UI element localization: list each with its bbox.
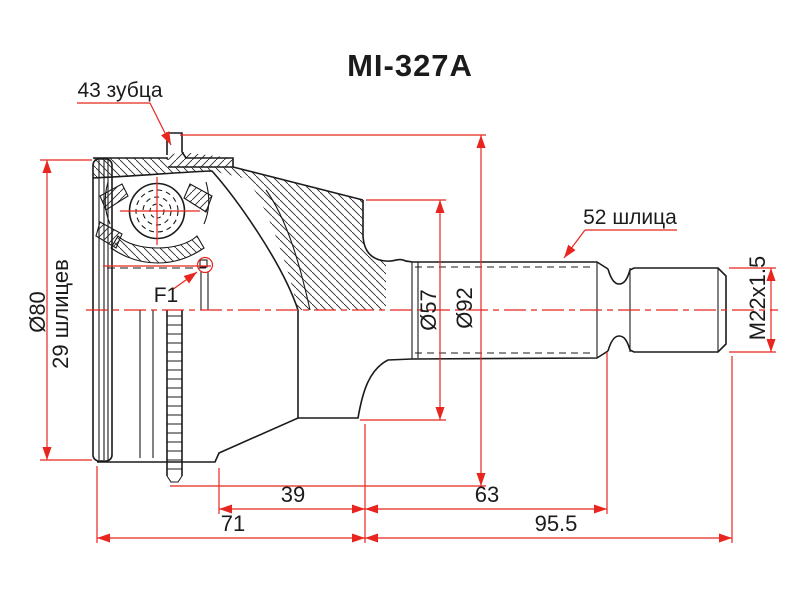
callout-snap-ring-leader [103,256,214,291]
outer-race-upper [92,132,413,311]
dimension-label-thread: M22x1.5 [745,256,770,340]
dimension-label-hub-splines: 29 шлицев [48,259,73,369]
dimension-lengths [96,352,733,543]
outer-race-lower [97,310,413,463]
callout-shaft-splines: 52 шлица [583,206,677,229]
callout-snap-ring: F1 [154,284,179,307]
dimension-label-boot-seat-diameter: Ø57 [416,289,441,331]
dimension-label-71: 71 [221,511,245,536]
callout-abs-teeth: 43 зубца [77,79,162,102]
dimension-label-63: 63 [475,482,499,507]
dimension-outer-diameter [40,159,92,461]
part-outline [92,132,727,483]
dimension-system [40,102,778,543]
dimension-label-95-5: 95.5 [535,511,578,536]
callout-abs-teeth-leader [77,102,172,146]
callout-shaft-splines-leader [563,229,677,259]
dimension-abs-ring-diameter [170,134,486,487]
hub-spline-ladder [166,310,183,483]
part-title: MI-327A [347,48,473,83]
dimension-label-39: 39 [281,482,305,507]
ball-crosshair [120,177,200,245]
dimension-boot-seat-diameter [360,199,446,421]
dimension-label-outer-diameter: Ø80 [25,291,50,333]
drawing-text: MI-327A 43 зубца 52 шлица F1 Ø80 29 шлиц… [25,48,770,536]
dimension-label-abs-ring-diameter: Ø92 [452,287,477,329]
dimension-thread [729,267,776,353]
